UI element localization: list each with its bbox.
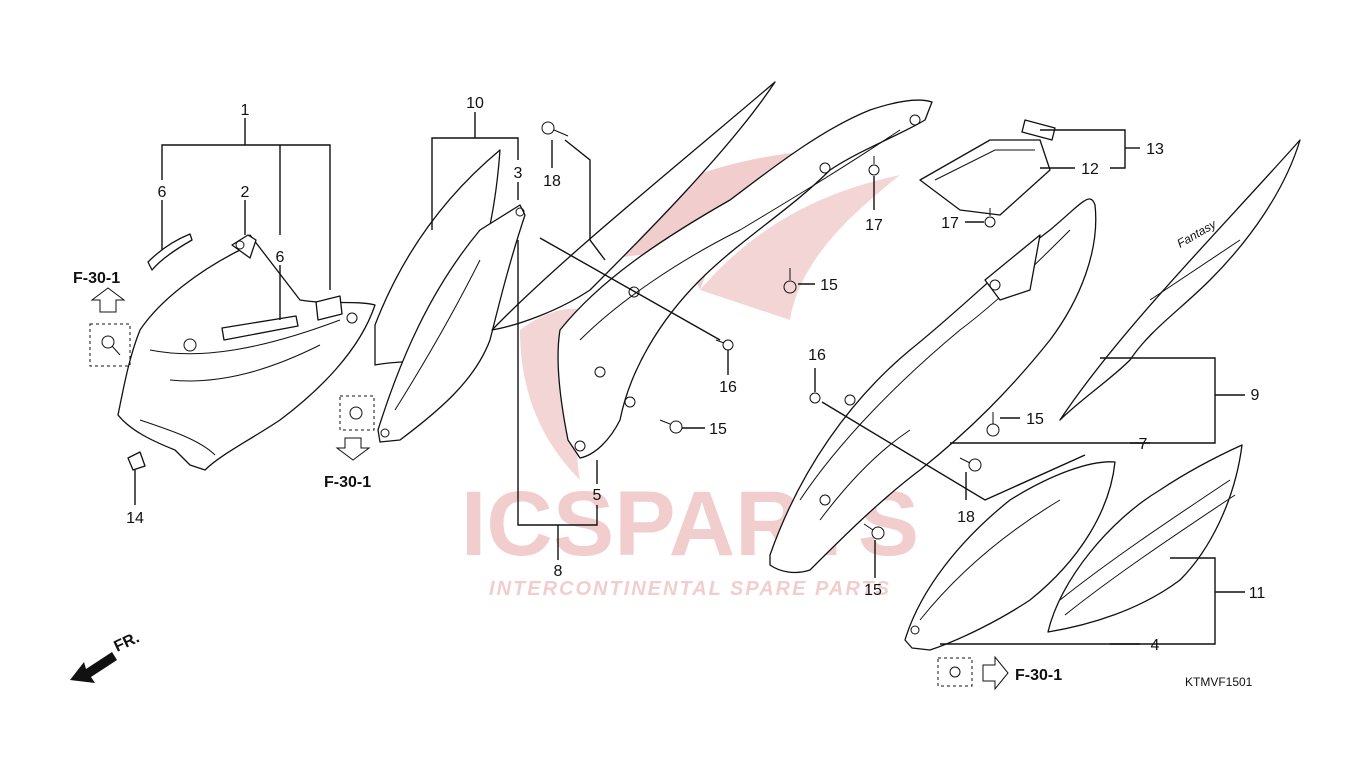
arrow-right-icon xyxy=(982,655,1009,691)
part-lower-stripe-decal[interactable] xyxy=(1047,444,1243,633)
front-marker-label: FR. xyxy=(112,629,143,655)
bolt-18-top xyxy=(541,121,569,137)
part-trim-label-sticker[interactable] xyxy=(315,295,343,321)
part-side-cover-right[interactable] xyxy=(769,198,1097,574)
callout-13: 13 xyxy=(1146,141,1164,158)
callout-15b: 15 xyxy=(820,277,838,294)
callout-15d: 15 xyxy=(864,582,882,599)
bolt-15-upper xyxy=(783,268,797,294)
part-inner-side-cover-inner[interactable] xyxy=(377,204,526,443)
part-stripe-decal-right[interactable]: Fantasy xyxy=(1059,139,1301,421)
front-direction-icon: FR. xyxy=(70,629,142,683)
callout-17b: 17 xyxy=(941,215,959,232)
callout-4: 4 xyxy=(1151,637,1160,654)
callout-16a: 16 xyxy=(719,379,737,396)
bolt-15-right xyxy=(986,412,1000,437)
callout-12: 12 xyxy=(1081,161,1099,178)
callout-1: 1 xyxy=(241,102,250,119)
arrow-up-icon xyxy=(90,287,126,313)
screw-17-right xyxy=(984,208,996,228)
callout-9: 9 xyxy=(1251,387,1260,404)
callout-17a: 17 xyxy=(865,217,883,234)
callout-14: 14 xyxy=(126,510,144,527)
ref-label-mid[interactable]: F-30-1 xyxy=(324,474,371,491)
screw-17-top xyxy=(868,156,880,176)
watermark-tagline: INTERCONTINENTAL SPARE PARTS xyxy=(489,578,891,600)
callout-5: 5 xyxy=(593,487,602,504)
callout-15c: 15 xyxy=(1026,411,1044,428)
callout-2: 2 xyxy=(241,184,250,201)
part-side-cover-center[interactable] xyxy=(557,99,933,459)
watermark: ICSPARTS INTERCONTINENTAL SPARE PARTS xyxy=(461,150,919,600)
screw-ref-left xyxy=(89,323,131,367)
part-rear-cowl-lid[interactable] xyxy=(919,139,1051,216)
bolt-18-right xyxy=(959,457,982,472)
callout-10: 10 xyxy=(466,95,484,112)
part-clip[interactable] xyxy=(127,451,146,471)
callout-15a: 15 xyxy=(709,421,727,438)
callout-8: 8 xyxy=(554,563,563,580)
leader-lines xyxy=(134,112,1245,645)
part-trim-strip-small[interactable] xyxy=(147,233,193,271)
callout-18a: 18 xyxy=(543,173,561,190)
ref-label-right[interactable]: F-30-1 xyxy=(1015,667,1062,684)
callout-18b: 18 xyxy=(957,509,975,526)
ref-label-left[interactable]: F-30-1 xyxy=(73,270,120,287)
callout-6b: 6 xyxy=(276,249,285,266)
bolt-15-lower xyxy=(863,523,885,540)
callout-7: 7 xyxy=(1139,436,1148,453)
diagram-code: KTMVF1501 xyxy=(1185,675,1253,689)
screw-ref-right xyxy=(937,657,973,687)
callout-3: 3 xyxy=(514,165,523,182)
callout-11: 11 xyxy=(1249,585,1266,602)
bolt-15-center xyxy=(659,419,683,434)
callout-16b: 16 xyxy=(808,347,826,364)
callout-numbers: 1 2 3 4 5 6 6 7 8 9 10 11 12 13 14 15 15… xyxy=(126,95,1265,654)
screw-ref-mid xyxy=(339,395,375,431)
arrow-down-icon xyxy=(335,437,371,461)
part-stripe-decal-upper[interactable] xyxy=(491,81,776,331)
callout-6a: 6 xyxy=(158,184,167,201)
screw-16-center xyxy=(715,339,734,351)
part-rear-center-cover[interactable] xyxy=(117,234,376,471)
part-trim-strip-long[interactable] xyxy=(221,315,299,341)
part-lid-emblem[interactable] xyxy=(1021,119,1056,141)
part-lower-side-cover[interactable] xyxy=(904,461,1116,651)
